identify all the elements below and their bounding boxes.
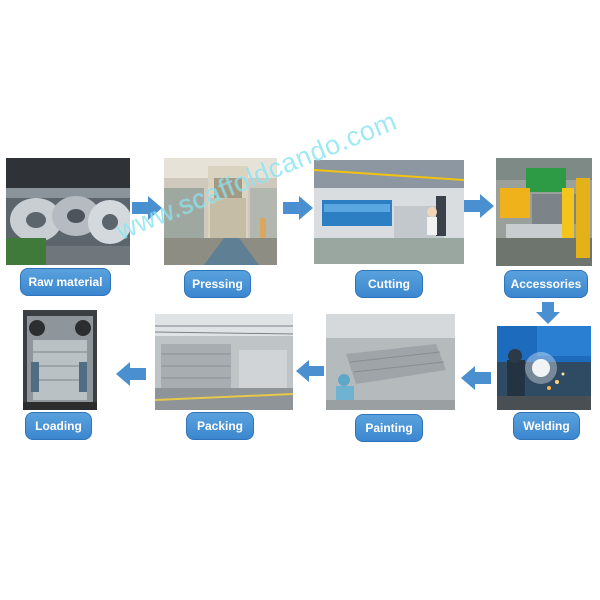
arrow-right-icon bbox=[464, 194, 494, 218]
step-label-pressing: Pressing bbox=[184, 270, 251, 298]
cutting-photo bbox=[314, 160, 464, 264]
welding-photo bbox=[497, 326, 591, 410]
arrow-left-icon bbox=[296, 360, 324, 382]
step-label-raw-material: Raw material bbox=[20, 268, 111, 296]
pressing-photo bbox=[164, 158, 277, 265]
step-label-cutting: Cutting bbox=[355, 270, 423, 298]
arrow-down-icon bbox=[536, 302, 560, 324]
accessories-photo bbox=[496, 158, 592, 266]
raw-material-photo bbox=[6, 158, 130, 265]
arrow-right-icon bbox=[283, 196, 313, 220]
step-label-packing: Packing bbox=[186, 412, 254, 440]
step-label-loading: Loading bbox=[25, 412, 92, 440]
arrow-left-icon bbox=[116, 362, 146, 386]
step-label-accessories: Accessories bbox=[504, 270, 588, 298]
packing-photo bbox=[155, 314, 293, 410]
step-label-welding: Welding bbox=[513, 412, 580, 440]
step-label-painting: Painting bbox=[355, 414, 423, 442]
loading-photo bbox=[23, 310, 97, 410]
painting-photo bbox=[326, 314, 455, 410]
arrow-left-icon bbox=[461, 366, 491, 390]
arrow-right-icon bbox=[132, 196, 162, 220]
